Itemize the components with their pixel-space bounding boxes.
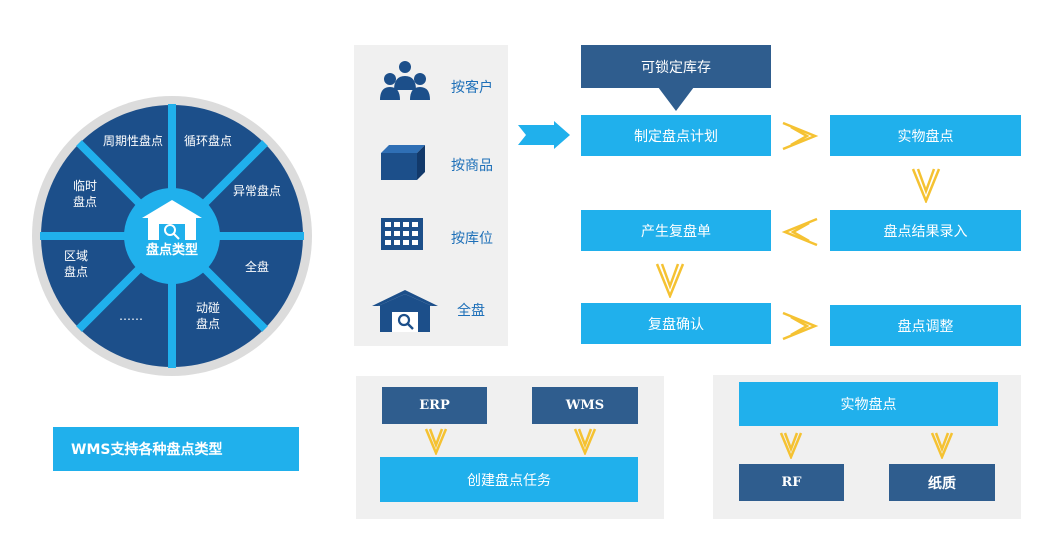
wheel-segment-area-label: 区域盘点 — [64, 249, 88, 279]
chevron-right-icon — [782, 121, 819, 151]
right-arrow-icon — [518, 121, 570, 149]
storage-grid-icon — [381, 218, 423, 250]
paper-box: 纸质 — [889, 464, 995, 501]
product-box-icon — [381, 145, 425, 180]
chevron-down-icon — [930, 432, 954, 459]
warehouse-search-icon — [142, 200, 202, 240]
wms-box: WMS — [532, 387, 638, 424]
rf-box: RF — [739, 464, 844, 501]
flow-step-entry: 盘点结果录入 — [830, 210, 1021, 251]
wheel-segment-full: 全盘 — [245, 259, 269, 274]
flow-step-physical: 实物盘点 — [830, 115, 1021, 156]
wheel-segment-motion: 动碰盘点 — [196, 301, 220, 331]
flow-step-adjust-label: 盘点调整 — [897, 318, 954, 335]
category-label-customer: 按客户 — [451, 80, 493, 96]
chevron-down-icon — [655, 263, 685, 298]
customers-icon — [380, 61, 430, 100]
chevron-down-icon — [911, 168, 941, 203]
chevron-right-icon — [782, 311, 819, 341]
flow-step-plan: 制定盘点计划 — [581, 115, 771, 156]
category-label-product: 按商品 — [451, 158, 493, 174]
flow-step-adjust: 盘点调整 — [830, 305, 1021, 346]
flow-step-physical-label: 实物盘点 — [897, 128, 954, 145]
category-label-location: 按库位 — [451, 231, 493, 247]
callout-pointer — [658, 87, 694, 111]
erp-box: ERP — [382, 387, 487, 424]
wheel-segment-area: 区域盘点 — [64, 249, 88, 279]
wms-label: WMS — [565, 398, 605, 413]
wheel-segment-temporary-label: 临时盘点 — [73, 179, 97, 209]
flow-step-entry-label: 盘点结果录入 — [883, 223, 968, 240]
chevron-down-icon — [424, 428, 448, 455]
flow-step-plan-label: 制定盘点计划 — [634, 128, 718, 145]
create-task-box: 创建盘点任务 — [380, 457, 638, 502]
paper-label: 纸质 — [928, 475, 956, 492]
chevron-down-icon — [779, 432, 803, 459]
warehouse-icon — [372, 290, 438, 332]
wheel-segment-motion-label: 动碰盘点 — [196, 301, 220, 331]
chevron-left-icon — [781, 217, 818, 247]
physical-count-label: 实物盘点 — [840, 397, 897, 413]
wheel-segment-exception: 异常盘点 — [233, 183, 281, 198]
chevron-down-icon — [573, 428, 597, 455]
wheel-segment-more: …… — [119, 309, 143, 323]
flow-step-recount-order-label: 产生复盘单 — [641, 223, 711, 240]
wheel-segment-cycle: 循环盘点 — [184, 133, 232, 148]
rf-label: RF — [781, 475, 802, 490]
inventory-type-wheel: 盘点类型 周期性盘点 循环盘点 异常盘点 全盘 动碰盘点 …… 区域盘点 临时盘… — [32, 96, 312, 376]
lock-inventory-callout: 可锁定库存 — [581, 45, 771, 88]
wheel-segment-periodic: 周期性盘点 — [103, 133, 163, 148]
category-label-full: 全盘 — [457, 303, 485, 319]
wheel-center-label: 盘点类型 — [146, 242, 198, 258]
wms-caption: WMS支持各种盘点类型 — [53, 427, 299, 471]
flow-step-recount-confirm: 复盘确认 — [581, 303, 771, 344]
wheel-segment-temporary: 临时盘点 — [73, 179, 97, 209]
category-panel — [354, 45, 508, 346]
erp-label: ERP — [419, 398, 450, 413]
lock-inventory-label: 可锁定库存 — [641, 59, 711, 76]
flow-step-recount-confirm-label: 复盘确认 — [648, 316, 704, 333]
flow-step-recount-order: 产生复盘单 — [581, 210, 771, 251]
create-task-label: 创建盘点任务 — [467, 472, 551, 489]
wms-caption-text: WMS支持各种盘点类型 — [71, 442, 223, 458]
physical-count-box: 实物盘点 — [739, 382, 998, 426]
